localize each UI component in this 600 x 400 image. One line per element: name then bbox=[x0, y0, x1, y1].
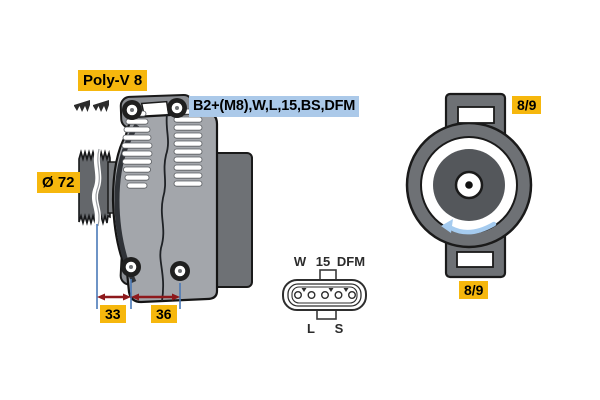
vent-slot bbox=[173, 132, 203, 139]
arrowhead-icon bbox=[97, 293, 105, 301]
vent-slot bbox=[124, 174, 150, 181]
vent-slot bbox=[126, 182, 148, 189]
pulley-break-line bbox=[92, 148, 102, 227]
connector-pin-label-s: S bbox=[334, 321, 344, 336]
connector-inner-shell bbox=[291, 286, 358, 304]
connector-pins bbox=[294, 291, 357, 300]
shaft-center bbox=[465, 181, 473, 189]
mount-slot-top bbox=[457, 106, 495, 124]
vent-slot bbox=[121, 142, 153, 149]
side-view bbox=[74, 94, 253, 309]
mount-bushings bbox=[121, 98, 190, 281]
vent-slot bbox=[173, 164, 203, 171]
vent-slot bbox=[173, 116, 203, 123]
connector-key-notches bbox=[301, 288, 349, 292]
connector-pin bbox=[348, 291, 357, 300]
belt-profile-icon bbox=[74, 100, 90, 112]
connector-pin bbox=[294, 291, 303, 300]
vent-slot bbox=[173, 172, 203, 179]
dimension-lines bbox=[96, 224, 181, 309]
front-view bbox=[405, 92, 533, 279]
key-notch bbox=[343, 288, 349, 292]
connector-pin-label-15: 15 bbox=[315, 254, 331, 269]
arrowhead-icon bbox=[123, 293, 131, 301]
housing-seam bbox=[159, 113, 169, 302]
vent-slots bbox=[121, 108, 203, 189]
vent-slot bbox=[122, 158, 152, 165]
bushing bbox=[170, 261, 190, 281]
connector-pin-label-dfm: DFM bbox=[336, 254, 366, 269]
bushing bbox=[167, 98, 187, 118]
connector-pin bbox=[321, 291, 330, 300]
vent-slot bbox=[173, 124, 203, 131]
vent-slot bbox=[173, 180, 203, 187]
vent-slot bbox=[125, 118, 149, 125]
vent-slot bbox=[173, 140, 203, 147]
bushing-center bbox=[175, 106, 179, 110]
bushing bbox=[122, 100, 142, 120]
bushing bbox=[121, 257, 141, 277]
bushing-center bbox=[130, 108, 134, 112]
dimension-arrows bbox=[97, 293, 180, 301]
bushing-center bbox=[129, 265, 133, 269]
vent-slot bbox=[122, 134, 152, 141]
arrowhead-icon bbox=[172, 293, 180, 301]
mount-slot-bottom bbox=[456, 251, 494, 268]
vent-slot bbox=[173, 148, 203, 155]
connector-middle-shell bbox=[287, 283, 362, 307]
bushing-center bbox=[178, 269, 182, 273]
vent-slot bbox=[123, 126, 151, 133]
connector-pin-label-w: W bbox=[293, 254, 307, 269]
rotation-arrow-icon bbox=[448, 221, 497, 235]
belt-profile-icon bbox=[74, 100, 109, 112]
connector-pin-label-l: L bbox=[307, 321, 315, 336]
connector-pin bbox=[307, 291, 316, 300]
rotation-arrowhead-icon bbox=[441, 219, 453, 233]
key-notch bbox=[301, 288, 307, 292]
connector-pinout bbox=[282, 269, 367, 320]
vent-slot bbox=[173, 156, 203, 163]
arrowhead-icon bbox=[131, 293, 139, 301]
terminal-designation-label: B2+(M8),W,L,15,BS,DFM bbox=[189, 96, 360, 117]
vent-slot bbox=[121, 150, 153, 157]
belt-type-label: Poly-V 8 bbox=[78, 70, 148, 92]
pulley-diameter-label: Ø 72 bbox=[37, 172, 80, 194]
dimension-36-label: 36 bbox=[151, 305, 177, 324]
pulley-break-line-inner bbox=[95, 148, 100, 227]
connector-pin bbox=[334, 291, 343, 300]
key-notch bbox=[328, 288, 334, 292]
vent-slot bbox=[123, 166, 151, 173]
dimension-33-label: 33 bbox=[100, 305, 126, 324]
mount-size-top-label: 8/9 bbox=[512, 96, 542, 115]
mount-size-bottom-label: 8/9 bbox=[459, 281, 489, 300]
belt-profile-icon bbox=[93, 100, 109, 112]
